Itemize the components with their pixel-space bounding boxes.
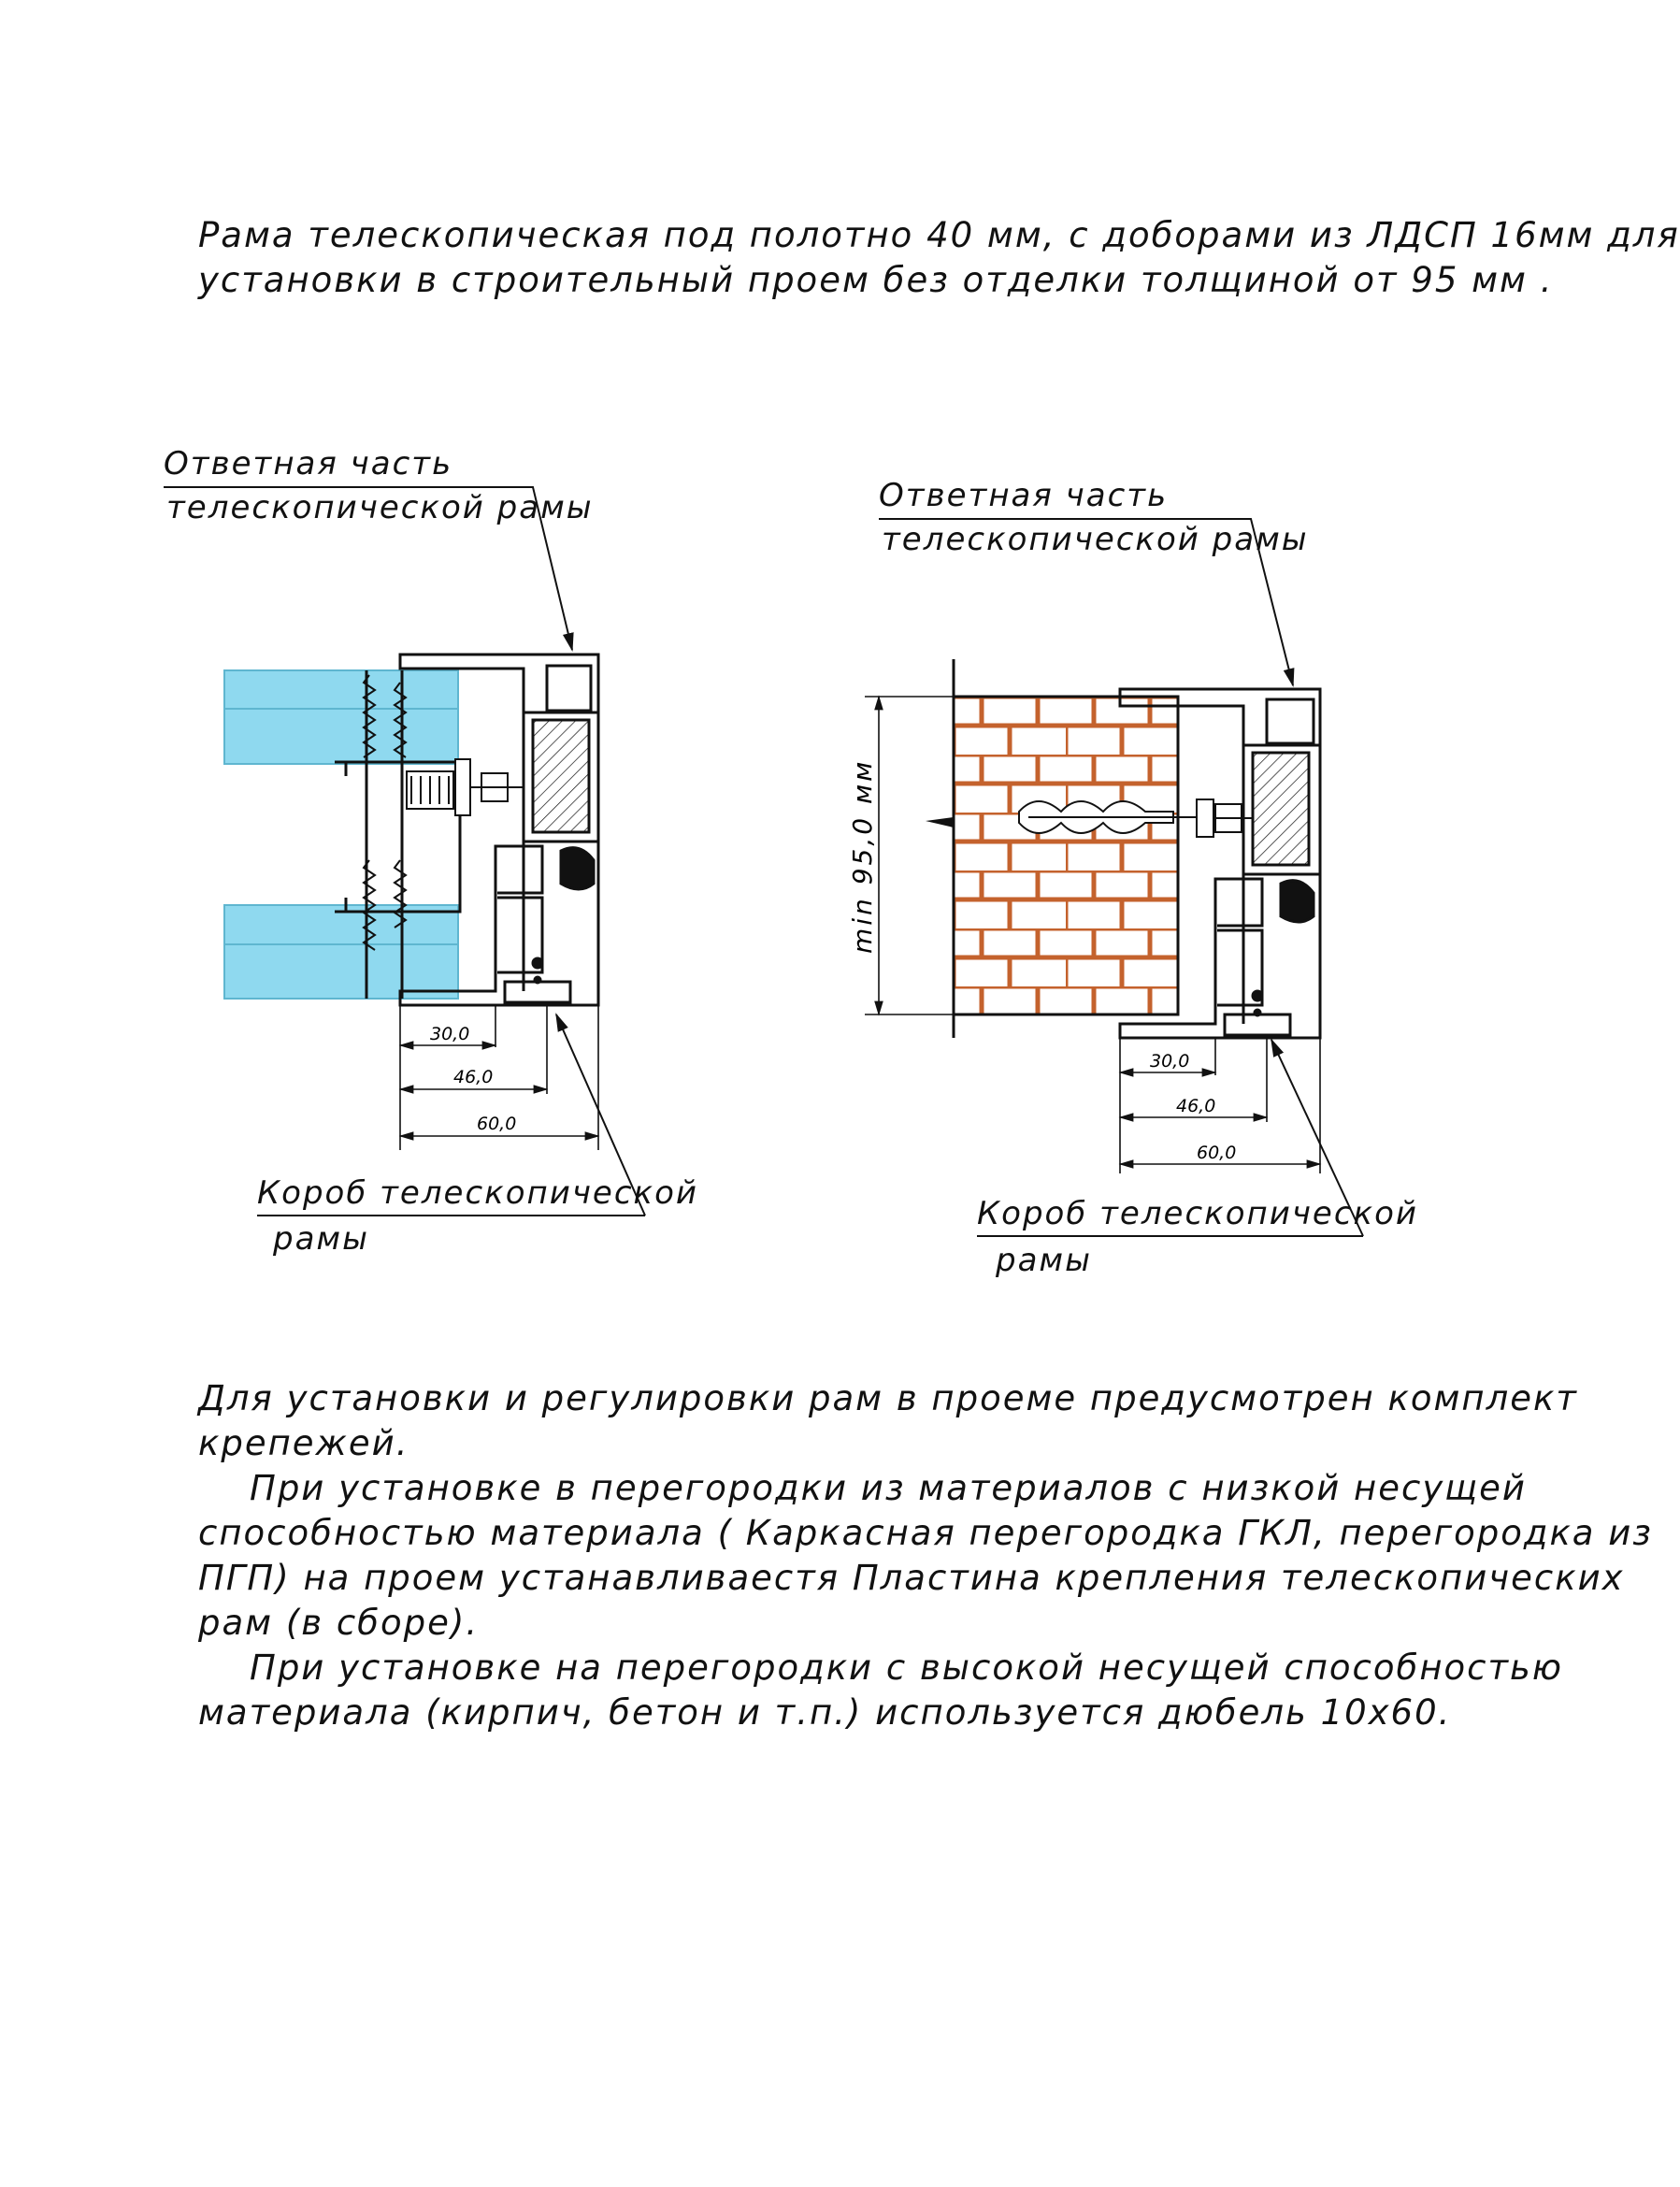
right-brick-wall: [952, 695, 1180, 1016]
right-dimensions: [865, 695, 1322, 1173]
description-paragraph: Для установки и регулировки рам в проеме…: [198, 1376, 1653, 1735]
left-gkl-panels: [223, 669, 459, 1000]
right-bottom-label-1: Короб телескопической: [977, 1195, 1418, 1232]
right-dim-46: 46,0: [1176, 1096, 1215, 1116]
right-drawing: 30,0 46,0 60,0 min 95,0 мм: [847, 518, 1364, 1237]
left-leaders: [164, 486, 646, 1216]
right-dowel: [926, 799, 1253, 838]
para-line-3: При установке в перегородки из материало…: [250, 1468, 1527, 1508]
heading: Рама телескопическая под полотно 40 мм, …: [198, 213, 1680, 303]
para-line-7: При установке на перегородки с высокой н…: [250, 1647, 1564, 1688]
heading-line-2: установки в строительный проем без отдел…: [198, 260, 1554, 300]
left-screws: [362, 674, 524, 951]
para-line-5: ПГП) на проем устанавливаестя Пластина к…: [198, 1558, 1625, 1598]
heading-line-1: Рама телескопическая под полотно 40 мм, …: [198, 215, 1680, 255]
left-drawing: 30,0 46,0 60,0: [164, 486, 646, 1216]
left-bottom-label-2: рамы: [273, 1220, 369, 1258]
right-dim-30: 30,0: [1150, 1051, 1189, 1072]
left-frame-profile: [398, 653, 600, 1007]
left-bottom-label-1: Короб телескопической: [257, 1174, 698, 1212]
left-dim-60: 60,0: [477, 1114, 516, 1134]
left-dimensions: [398, 1005, 600, 1150]
right-leaders: [879, 518, 1364, 1237]
right-bottom-label-2: рамы: [996, 1242, 1092, 1279]
para-line-8: материала (кирпич, бетон и т.п.) использ…: [198, 1692, 1452, 1733]
left-top-label-1: Ответная часть: [164, 445, 453, 482]
left-top-label-2: телескопической рамы: [166, 489, 594, 526]
right-dim-60: 60,0: [1197, 1143, 1236, 1163]
para-line-2: крепежей.: [198, 1423, 409, 1463]
right-dim-wall: min 95,0 мм: [847, 759, 878, 954]
para-line-6: рам (в сборе).: [198, 1603, 480, 1643]
drawings: 30,0 46,0 60,0: [164, 486, 1364, 1237]
left-dim-46: 46,0: [453, 1067, 493, 1087]
para-line-4: способностью материала ( Каркасная перег…: [198, 1513, 1653, 1553]
page: Рама телескопическая под полотно 40 мм, …: [164, 213, 1680, 1735]
para-line-1: Для установки и регулировки рам в проеме…: [198, 1378, 1578, 1418]
right-frame-profile: [1118, 687, 1322, 1040]
right-top-label-2: телескопической рамы: [882, 521, 1309, 558]
left-dim-30: 30,0: [430, 1024, 469, 1044]
right-top-label-1: Ответная часть: [879, 477, 1169, 514]
